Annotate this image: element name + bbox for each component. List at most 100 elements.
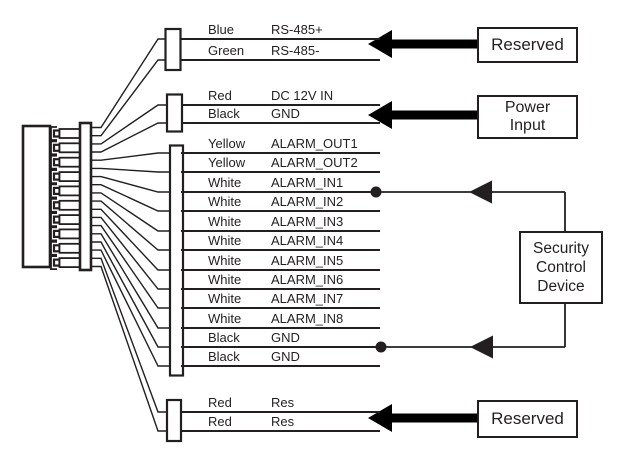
connector-pin [50,126,82,141]
wire-line [181,249,380,251]
reserved-box-bottom: Reserved [477,400,578,438]
connector-housing [21,124,52,269]
wire-line [181,288,380,290]
connector-pin [50,226,82,242]
wire-signal-label: ALARM_IN1 [271,175,344,190]
wire [91,192,171,232]
wire-line [181,430,380,432]
wire-line [181,122,380,124]
wire [91,122,168,153]
reserved-box-top-label: Reserved [491,35,564,54]
wire-color-label: White [208,291,242,306]
wire-color-label: White [208,233,242,248]
left-arrowhead-icon [469,180,492,204]
block-arrow-reserved-top-icon [368,30,477,58]
wire-color-label: Yellow [208,136,246,151]
wire-color-label: Red [208,88,232,103]
wire-color-label: White [208,311,242,326]
cable-tie-alarm [168,144,185,377]
wire-line [181,152,380,154]
wire-color-label: Yellow [208,155,246,170]
wire [91,233,171,329]
wire-signal-label: ALARM_IN4 [271,233,344,248]
security-box-label-line3: Device [537,278,585,295]
wire-signal-label: Res [271,414,295,429]
wire [91,241,171,348]
wire-color-label: Red [208,414,232,429]
connector-pin [50,154,82,170]
power-input-label-line2: Input [509,117,546,134]
wire-line [181,411,380,413]
wire-signal-label: ALARM_OUT2 [271,155,358,170]
wire [91,200,171,251]
wire-color-label: Black [208,330,240,345]
wire-color-label: White [208,272,242,287]
wire-signal-label: GND [271,349,300,364]
wire [91,38,166,129]
wire [91,249,171,367]
wire-color-label: Blue [208,22,235,37]
wire-line [181,104,380,106]
connector-pin [50,255,82,270]
cable-tie-rs485 [164,27,182,72]
block-arrow-power-icon [368,101,477,129]
wire [91,152,171,161]
left-arrowhead-icon [470,335,493,359]
connector-pins [50,126,82,270]
reserved-box-top: Reserved [477,27,578,63]
wire [91,224,171,309]
wire-signal-label: Res [271,395,295,410]
wire [91,208,171,271]
power-input-label-line1: Power [504,99,551,116]
connector-pin [50,183,82,199]
wire [91,59,166,137]
wire-color-label: White [208,175,242,190]
wire-signal-label: ALARM_IN2 [271,194,344,209]
wire-signal-label: ALARM_IN6 [271,272,344,287]
wire [91,216,171,290]
power-input-box: Power Input [477,95,578,139]
wire-signal-label: ALARM_OUT1 [271,136,358,151]
connector-pin [50,240,82,256]
connector-pin [50,212,82,227]
wire-signal-label: GND [271,106,300,121]
wire-line [181,365,380,367]
wire [91,175,171,193]
block-arrow-reserved-bottom-icon [368,404,477,432]
wire [91,257,168,413]
wire-color-label: Green [208,43,245,58]
cable-tie-reserved [165,398,183,443]
reserved-box-bottom-label: Reserved [491,409,564,428]
wire-line [181,230,380,232]
wire-line [181,171,380,173]
security-box-label-line1: Security [533,240,589,257]
wire-signal-label: ALARM_IN8 [271,311,344,326]
wire-line [181,38,380,40]
wire [91,104,168,145]
wire-line [181,269,380,271]
wire-color-label: White [208,194,242,209]
wire-color-label: Black [208,349,240,364]
wire-line [181,191,380,193]
connector-pin [50,140,82,156]
wire-line [181,346,380,348]
wire [91,167,171,173]
wire-line [181,210,380,212]
wire-color-label: White [208,253,242,268]
wire-signal-label: ALARM_IN3 [271,214,344,229]
connector-pin [50,169,82,184]
wire-signal-label: ALARM_IN7 [271,291,344,306]
wire-signal-label: RS-485- [271,43,320,58]
security-box-label-line2: Control [536,259,586,276]
junction-dot-gnd [375,341,387,353]
cable-tie-power [165,93,184,133]
connector-pin [50,197,82,213]
wire-signal-label: DC 12V IN [271,88,334,103]
wire-signal-label: GND [271,330,300,345]
wire [91,265,168,432]
security-control-device-box: Security Control Device [519,231,603,304]
connector-header-bar [78,121,93,272]
wire-color-label: Black [208,106,240,121]
